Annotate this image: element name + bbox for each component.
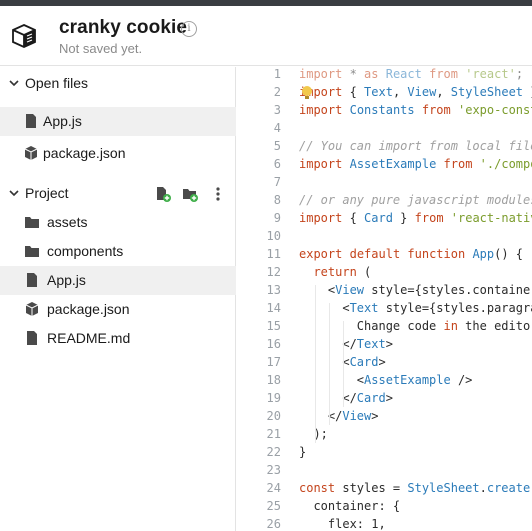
package-icon [24, 146, 38, 160]
line-number: 16 [266, 337, 281, 351]
code-area[interactable]: import * as React from 'react'; import { … [299, 67, 532, 531]
project-item-label: package.json [47, 301, 130, 317]
line-number: 7 [273, 175, 281, 189]
app-header: cranky cookie i Not saved yet. [0, 6, 532, 66]
line-number: 20 [266, 409, 281, 423]
code-line[interactable]: <AssetExample /> [299, 373, 473, 387]
folder-icon [25, 217, 39, 228]
line-number: 13 [266, 283, 281, 297]
project-item-label: components [47, 243, 124, 259]
open-file-package-json[interactable]: package.json [0, 139, 236, 168]
chevron-down-icon [9, 80, 19, 87]
project-item-label: README.md [47, 330, 131, 346]
project-label: Project [25, 185, 69, 201]
project-file-readme[interactable]: README.md [0, 324, 236, 353]
code-line[interactable]: <Text style={styles.paragraph}> [299, 301, 532, 315]
code-line[interactable]: // or any pure javascript modules availa… [299, 193, 532, 207]
line-number: 11 [266, 247, 281, 261]
line-number: 3 [273, 103, 281, 117]
line-number: 26 [266, 517, 281, 531]
snack-logo-icon [12, 24, 36, 48]
line-number: 12 [266, 265, 281, 279]
save-status: Not saved yet. [59, 41, 143, 56]
project-item-label: assets [47, 214, 88, 230]
line-number: 25 [266, 499, 281, 513]
project-item-label: App.js [47, 272, 86, 288]
line-number: 18 [266, 373, 281, 387]
indent-guide [329, 303, 330, 425]
line-number: 9 [273, 211, 281, 225]
code-line[interactable]: // You can import from local files [299, 139, 532, 153]
file-icon [26, 114, 36, 128]
lightbulb-icon[interactable] [300, 85, 314, 101]
folder-icon [25, 246, 39, 257]
line-number: 14 [266, 301, 281, 315]
line-number: 5 [273, 139, 281, 153]
code-line[interactable]: import { Card } from 'react-native-paper… [299, 211, 532, 225]
line-number: 21 [266, 427, 281, 441]
project-file-app-js[interactable]: App.js [0, 266, 236, 295]
code-line[interactable]: Change code in the editor [299, 319, 532, 333]
line-number: 23 [266, 463, 281, 477]
code-line[interactable]: </View> [299, 409, 379, 423]
line-number: 1 [273, 67, 281, 81]
top-bar [0, 0, 532, 6]
line-number: 8 [273, 193, 281, 207]
project-folder-assets[interactable]: assets [0, 208, 236, 237]
file-icon [27, 273, 37, 287]
open-file-label: App.js [43, 113, 82, 129]
new-folder-icon[interactable] [182, 186, 198, 202]
code-line[interactable]: import Constants from 'expo-constants'; [299, 103, 532, 117]
code-line[interactable]: import * as React from 'react'; [299, 67, 524, 81]
open-file-app-js[interactable]: App.js [0, 107, 236, 136]
indent-guide [343, 321, 344, 407]
project-title[interactable]: cranky cookie [59, 17, 188, 38]
line-number: 6 [273, 157, 281, 171]
line-number: 17 [266, 355, 281, 369]
project-folder-components[interactable]: components [0, 237, 236, 266]
code-line[interactable]: return ( [313, 265, 372, 279]
new-file-icon[interactable] [155, 186, 171, 202]
indent-guide [315, 285, 316, 443]
code-line[interactable]: container: { [299, 499, 401, 513]
line-number: 4 [273, 121, 281, 135]
open-files-label: Open files [25, 75, 89, 91]
line-number: 24 [266, 481, 281, 495]
code-line[interactable]: </Card> [299, 391, 393, 405]
line-number: 22 [266, 445, 281, 459]
code-line[interactable]: <View style={styles.container}> [299, 283, 532, 297]
open-files-header[interactable]: Open files [0, 68, 236, 98]
more-options-icon[interactable] [210, 186, 226, 202]
code-line[interactable]: flex: 1, [299, 517, 386, 531]
open-file-label: package.json [43, 145, 126, 161]
code-line[interactable]: const styles = StyleSheet.create({ [299, 481, 532, 495]
code-line[interactable]: <Card> [299, 355, 386, 369]
package-icon [25, 302, 39, 316]
project-file-package-json[interactable]: package.json [0, 295, 236, 324]
file-sidebar: Open files App.js package.json Project [0, 67, 236, 531]
line-number: 15 [266, 319, 281, 333]
chevron-down-icon [9, 190, 19, 197]
code-line[interactable]: import { Text, View, StyleSheet } from '… [299, 85, 532, 99]
code-line[interactable]: } [299, 445, 307, 459]
line-number: 19 [266, 391, 281, 405]
code-line[interactable]: ); [299, 427, 328, 441]
file-icon [27, 331, 37, 345]
line-number: 2 [273, 85, 281, 99]
line-number: 10 [266, 229, 281, 243]
info-icon[interactable]: i [181, 21, 197, 37]
code-line[interactable]: </Text> [299, 337, 393, 351]
code-line[interactable]: import AssetExample from './components/A… [299, 157, 532, 171]
code-line[interactable]: export default function App() { [299, 247, 524, 261]
project-header[interactable]: Project [0, 178, 236, 208]
